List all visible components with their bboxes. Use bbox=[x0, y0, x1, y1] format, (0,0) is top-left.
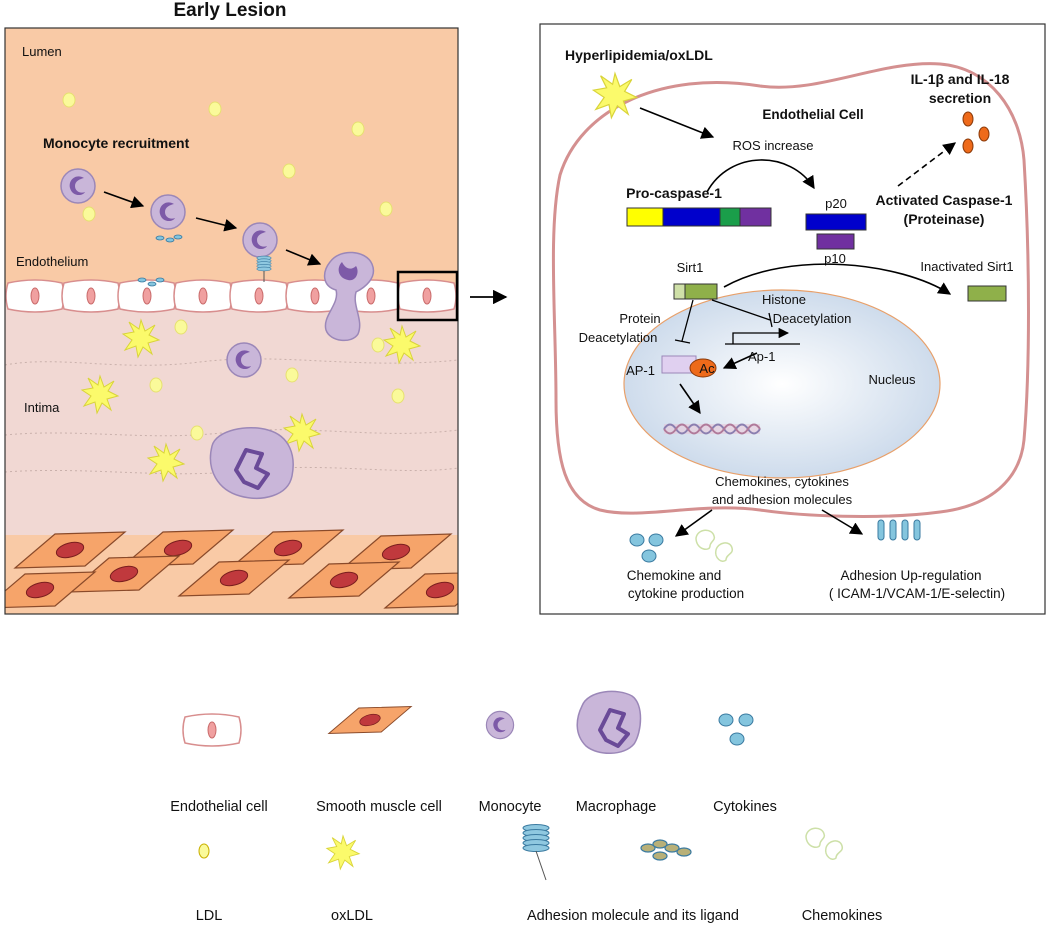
inactivated-sirt1-bar bbox=[967, 285, 1007, 302]
upregulation-line-1: Adhesion Up-regulation bbox=[840, 568, 981, 583]
production-line-2: cytokine production bbox=[628, 586, 744, 601]
legend-smooth-muscle-icon bbox=[328, 706, 412, 734]
production-line-1: Chemokine and bbox=[627, 568, 722, 583]
macrophage-left bbox=[209, 427, 294, 499]
legend-monocyte-label: Monocyte bbox=[479, 799, 542, 815]
intima-label: Intima bbox=[24, 400, 60, 415]
ac-circle bbox=[689, 358, 717, 378]
upregulation-line-2: ( ICAM-1/VCAM-1/E-selectin) bbox=[829, 586, 1005, 601]
p20-label: p20 bbox=[825, 196, 847, 211]
activated-label-1: Activated Caspase-1 bbox=[876, 192, 1013, 208]
procaspase-label: Pro-caspase-1 bbox=[626, 185, 722, 201]
procaspase-bar bbox=[626, 207, 772, 227]
legend-cytokines-icon bbox=[718, 713, 754, 746]
p10-bar bbox=[816, 233, 855, 250]
histone-deacetylation-1: Histone bbox=[762, 292, 806, 307]
chemokines-line-2: and adhesion molecules bbox=[712, 492, 853, 507]
legend-monocyte-icon bbox=[485, 710, 515, 740]
early-lesion-panel bbox=[5, 28, 458, 614]
ros-label: ROS increase bbox=[733, 138, 814, 153]
dna-helix bbox=[663, 423, 761, 435]
legend-chemokines-label: Chemokines bbox=[802, 908, 883, 924]
chemokines-line-1: Chemokines, cytokines bbox=[715, 474, 849, 489]
adhesion-on-endothelium bbox=[256, 255, 272, 282]
il-secretion-dots bbox=[962, 111, 990, 154]
legend-smooth-muscle-label: Smooth muscle cell bbox=[316, 799, 442, 815]
il-label-1: IL-1β and IL-18 bbox=[911, 71, 1010, 87]
legend-endothelial-label: Endothelial cell bbox=[170, 799, 268, 815]
legend-ldl-label: LDL bbox=[196, 908, 223, 924]
endothelium-label: Endothelium bbox=[16, 254, 88, 269]
endothelium-layer bbox=[5, 279, 457, 313]
legend-cytokines-label: Cytokines bbox=[713, 799, 777, 815]
ldl-particles bbox=[62, 92, 405, 441]
cell-label: Endothelial Cell bbox=[762, 107, 863, 122]
legend-macrophage-icon bbox=[576, 690, 642, 754]
lumen-label: Lumen bbox=[22, 44, 62, 59]
legend-ligand-icon bbox=[640, 839, 692, 861]
il-label-2: secretion bbox=[929, 90, 991, 106]
nucleus-label: Nucleus bbox=[869, 372, 916, 387]
cytokine-dots-right bbox=[629, 533, 664, 563]
ac-label: Ac bbox=[699, 361, 715, 376]
p10-label: p10 bbox=[824, 251, 846, 266]
legend-adhesion-label: Adhesion molecule and its ligand bbox=[527, 908, 739, 924]
recruitment-label: Monocyte recruitment bbox=[43, 135, 190, 151]
p20-bar bbox=[805, 213, 867, 231]
sirt1-tag bbox=[673, 283, 686, 300]
legend: Endothelial cell Smooth muscle cell Mono… bbox=[170, 690, 883, 924]
legend-chemokines-icon bbox=[805, 827, 844, 861]
ap1-gene-label: Ap-1 bbox=[748, 349, 775, 364]
intima-region bbox=[5, 300, 458, 540]
activated-label-2: (Proteinase) bbox=[904, 211, 985, 227]
legend-ldl-icon bbox=[198, 843, 210, 859]
legend-oxldl-icon bbox=[326, 835, 360, 870]
sirt1-bar bbox=[684, 283, 718, 300]
left-panel-title: Early Lesion bbox=[174, 0, 287, 21]
legend-oxldl-label: oxLDL bbox=[331, 908, 373, 924]
cytokine-dots-left bbox=[137, 234, 183, 287]
protein-deacetylation-2: Deacetylation bbox=[579, 330, 658, 345]
transmigrating-monocyte bbox=[323, 251, 375, 342]
legend-adhesion-icon bbox=[522, 824, 550, 881]
zoom-box bbox=[396, 270, 459, 322]
legend-endothelial-icon bbox=[182, 713, 242, 747]
protein-deacetylation-1: Protein bbox=[619, 311, 660, 326]
promoter-arrow bbox=[732, 327, 790, 344]
histone-deacetylation-2: Deacetylation bbox=[773, 311, 852, 326]
sirt1-label: Sirt1 bbox=[677, 260, 704, 275]
ap1-label: AP-1 bbox=[626, 363, 655, 378]
adhesion-molecules-right bbox=[877, 519, 921, 541]
legend-macrophage-label: Macrophage bbox=[576, 799, 657, 815]
inactivated-label: Inactivated Sirt1 bbox=[920, 259, 1013, 274]
stimulus-label: Hyperlipidemia/oxLDL bbox=[565, 47, 713, 63]
